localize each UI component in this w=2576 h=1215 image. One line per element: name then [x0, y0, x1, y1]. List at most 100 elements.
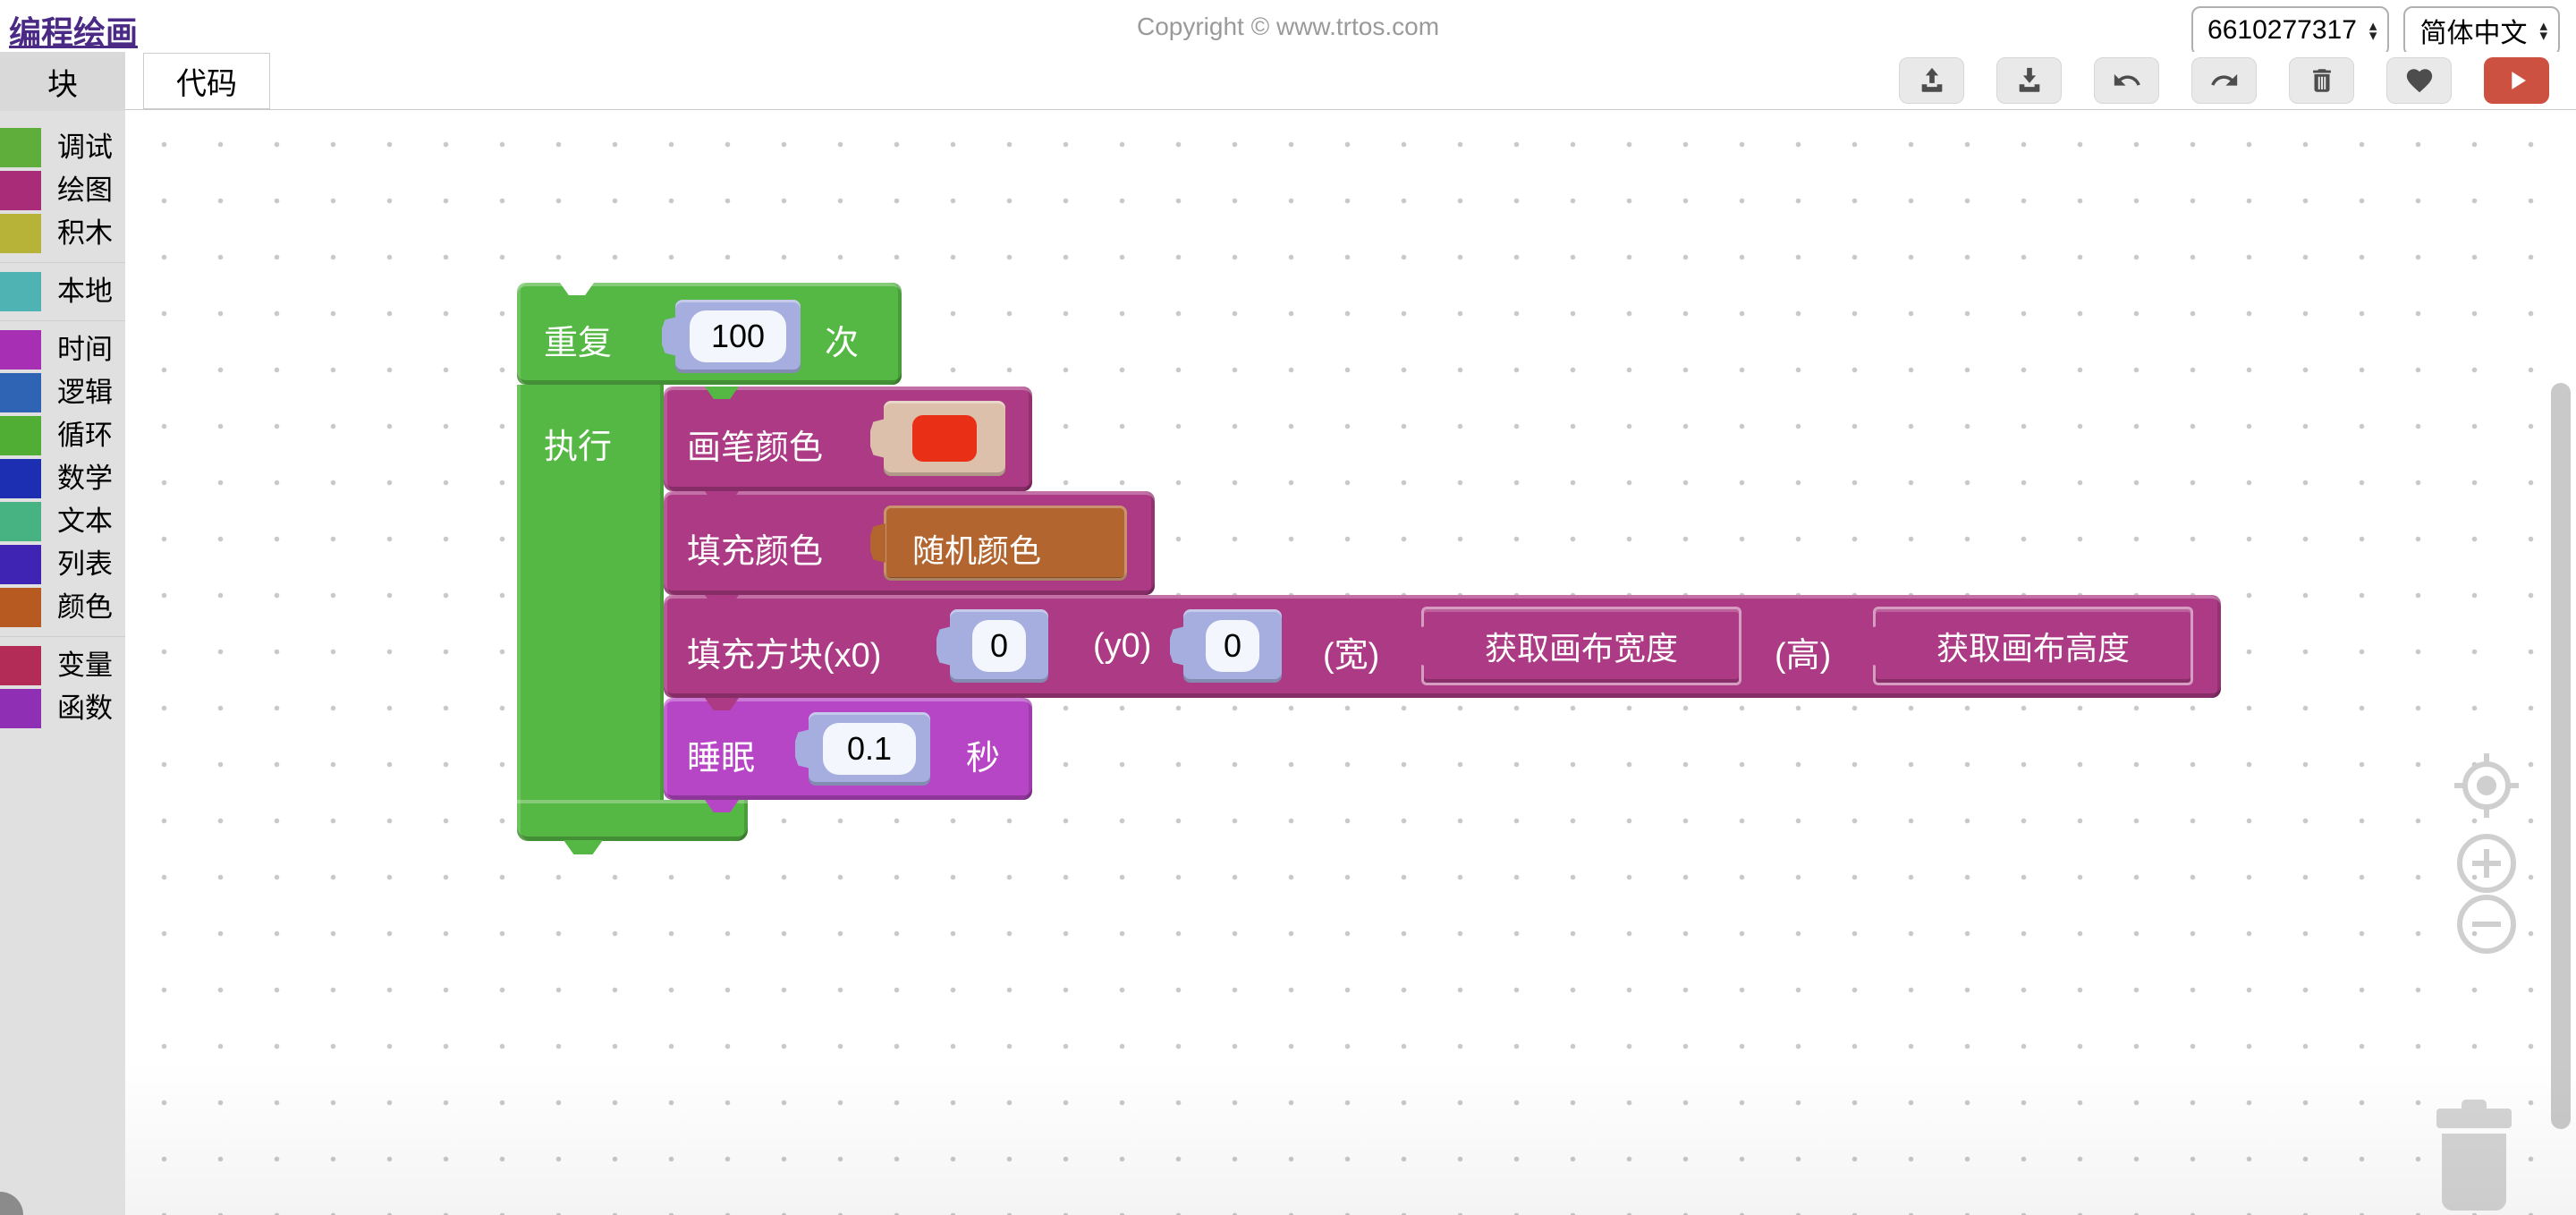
canvas-width-getter-block[interactable]: 获取画布宽度	[1421, 607, 1741, 685]
play-icon	[2511, 72, 2526, 89]
statement-connector	[705, 800, 739, 812]
category-separator	[0, 255, 125, 270]
download-icon	[2019, 67, 2039, 92]
tab-code[interactable]: 代码	[143, 53, 270, 109]
category-separator	[0, 313, 125, 328]
category-separator	[0, 629, 125, 644]
x0-number-block[interactable]: 0	[950, 609, 1048, 683]
upload-icon	[1921, 67, 1942, 92]
tab-blocks[interactable]: 块	[0, 52, 125, 111]
category-label: 变量	[57, 650, 113, 681]
y0-field[interactable]: 0	[1206, 620, 1259, 672]
zoom-controls	[2454, 753, 2519, 954]
category-color-chip	[0, 373, 41, 412]
account-select[interactable]: 6610277317 ▴▾	[2191, 6, 2390, 56]
sleep-label: 睡眠	[687, 740, 756, 777]
repeat-count-field[interactable]: 100	[690, 310, 786, 362]
language-select[interactable]: 简体中文 ▴▾	[2403, 6, 2560, 56]
header: 编程绘画 Copyright © www.trtos.com 661027731…	[0, 0, 2576, 56]
repeat-count-block[interactable]: 100	[675, 300, 801, 373]
colour-picker-block[interactable]	[884, 401, 1005, 476]
height-label: (高)	[1775, 637, 1832, 675]
category-color-chip	[0, 214, 41, 253]
y0-number-block[interactable]: 0	[1183, 609, 1282, 683]
vertical-scrollbar-thumb[interactable]	[2551, 383, 2571, 1129]
redo-button[interactable]	[2191, 57, 2257, 104]
category-color-chip	[0, 588, 41, 627]
language-select-value: 简体中文	[2419, 19, 2528, 48]
category-colour[interactable]: 颜色	[0, 586, 125, 629]
random-colour-block[interactable]: 随机颜色	[884, 506, 1127, 581]
category-time[interactable]: 时间	[0, 328, 125, 371]
category-color-chip	[0, 272, 41, 311]
do-label: 执行	[544, 429, 613, 466]
clear-trash-button[interactable]	[2289, 57, 2354, 104]
blockly-workspace[interactable]: 重复 次 执行 100 画笔颜色 填充颜色 随机颜色 填充方块(x0) 0 (y…	[125, 110, 2576, 1215]
category-color-chip	[0, 646, 41, 685]
width-label: (宽)	[1323, 637, 1380, 675]
category-label: 调试	[57, 132, 113, 163]
repeat-times-label: 次	[825, 325, 860, 362]
category-variables[interactable]: 变量	[0, 644, 125, 687]
category-loops[interactable]: 循环	[0, 414, 125, 457]
category-label: 颜色	[57, 591, 113, 623]
sleep-seconds-label: 秒	[966, 740, 1001, 777]
repeat-block-foot[interactable]	[517, 800, 748, 841]
category-label: 列表	[57, 548, 113, 580]
category-color-chip	[0, 689, 41, 728]
category-math[interactable]: 数学	[0, 457, 125, 500]
repeat-block-spine[interactable]	[517, 385, 664, 800]
category-color-chip	[0, 416, 41, 455]
category-color-chip	[0, 459, 41, 498]
category-color-chip	[0, 171, 41, 210]
trashcan-icon	[2436, 1100, 2512, 1211]
category-label: 积木	[57, 217, 113, 249]
workspace-trashcan[interactable]	[2431, 1100, 2517, 1212]
heart-icon	[2406, 69, 2432, 93]
x0-field[interactable]: 0	[972, 620, 1026, 672]
tab-strip: 块 代码	[0, 52, 2576, 111]
zoom-reset-button[interactable]	[2454, 753, 2519, 818]
colour-swatch[interactable]	[912, 415, 977, 462]
category-lists[interactable]: 列表	[0, 543, 125, 586]
fill-rect-label: 填充方块(x0)	[687, 637, 882, 675]
category-draw[interactable]: 绘图	[0, 169, 125, 212]
y0-label: (y0)	[1093, 627, 1152, 665]
run-button[interactable]	[2484, 57, 2549, 104]
favorite-button[interactable]	[2386, 57, 2452, 104]
category-debug[interactable]: 调试	[0, 126, 125, 169]
toolbar	[1899, 57, 2549, 104]
category-label: 文本	[57, 506, 113, 537]
header-selects: 6610277317 ▴▾ 简体中文 ▴▾	[2191, 6, 2560, 56]
repeat-top-notch	[560, 283, 594, 295]
toolbox-sidebar: 调试 绘图 积木 本地 时间 逻辑 循环 数学 文本 列表 颜色 变量 函数	[0, 110, 125, 1215]
zoom-out-button[interactable]	[2457, 895, 2516, 954]
canvas-height-getter-label: 获取画布高度	[1936, 630, 2130, 667]
sleep-number-block[interactable]: 0.1	[809, 712, 930, 786]
canvas-height-getter-block[interactable]: 获取画布高度	[1873, 607, 2193, 685]
category-color-chip	[0, 545, 41, 584]
zoom-in-button[interactable]	[2457, 834, 2516, 893]
category-bricks[interactable]: 积木	[0, 212, 125, 255]
repeat-label: 重复	[544, 325, 613, 362]
sleep-field[interactable]: 0.1	[823, 723, 916, 775]
repeat-foot-tab	[564, 840, 603, 854]
download-button[interactable]	[1996, 57, 2062, 104]
category-text[interactable]: 文本	[0, 500, 125, 543]
undo-button[interactable]	[2094, 57, 2159, 104]
category-color-chip	[0, 128, 41, 167]
upload-button[interactable]	[1899, 57, 1964, 104]
category-functions[interactable]: 函数	[0, 687, 125, 730]
select-arrows-icon: ▴▾	[2368, 17, 2377, 44]
trash-icon	[2312, 69, 2331, 92]
statement-connector	[705, 491, 739, 504]
category-label: 时间	[57, 334, 113, 365]
category-logic[interactable]: 逻辑	[0, 371, 125, 414]
statement-connector	[705, 595, 739, 608]
category-local[interactable]: 本地	[0, 270, 125, 313]
brand-link[interactable]: 编程绘画	[9, 14, 139, 51]
category-label: 逻辑	[57, 377, 113, 408]
category-label: 循环	[57, 420, 113, 451]
category-label: 绘图	[57, 174, 113, 206]
